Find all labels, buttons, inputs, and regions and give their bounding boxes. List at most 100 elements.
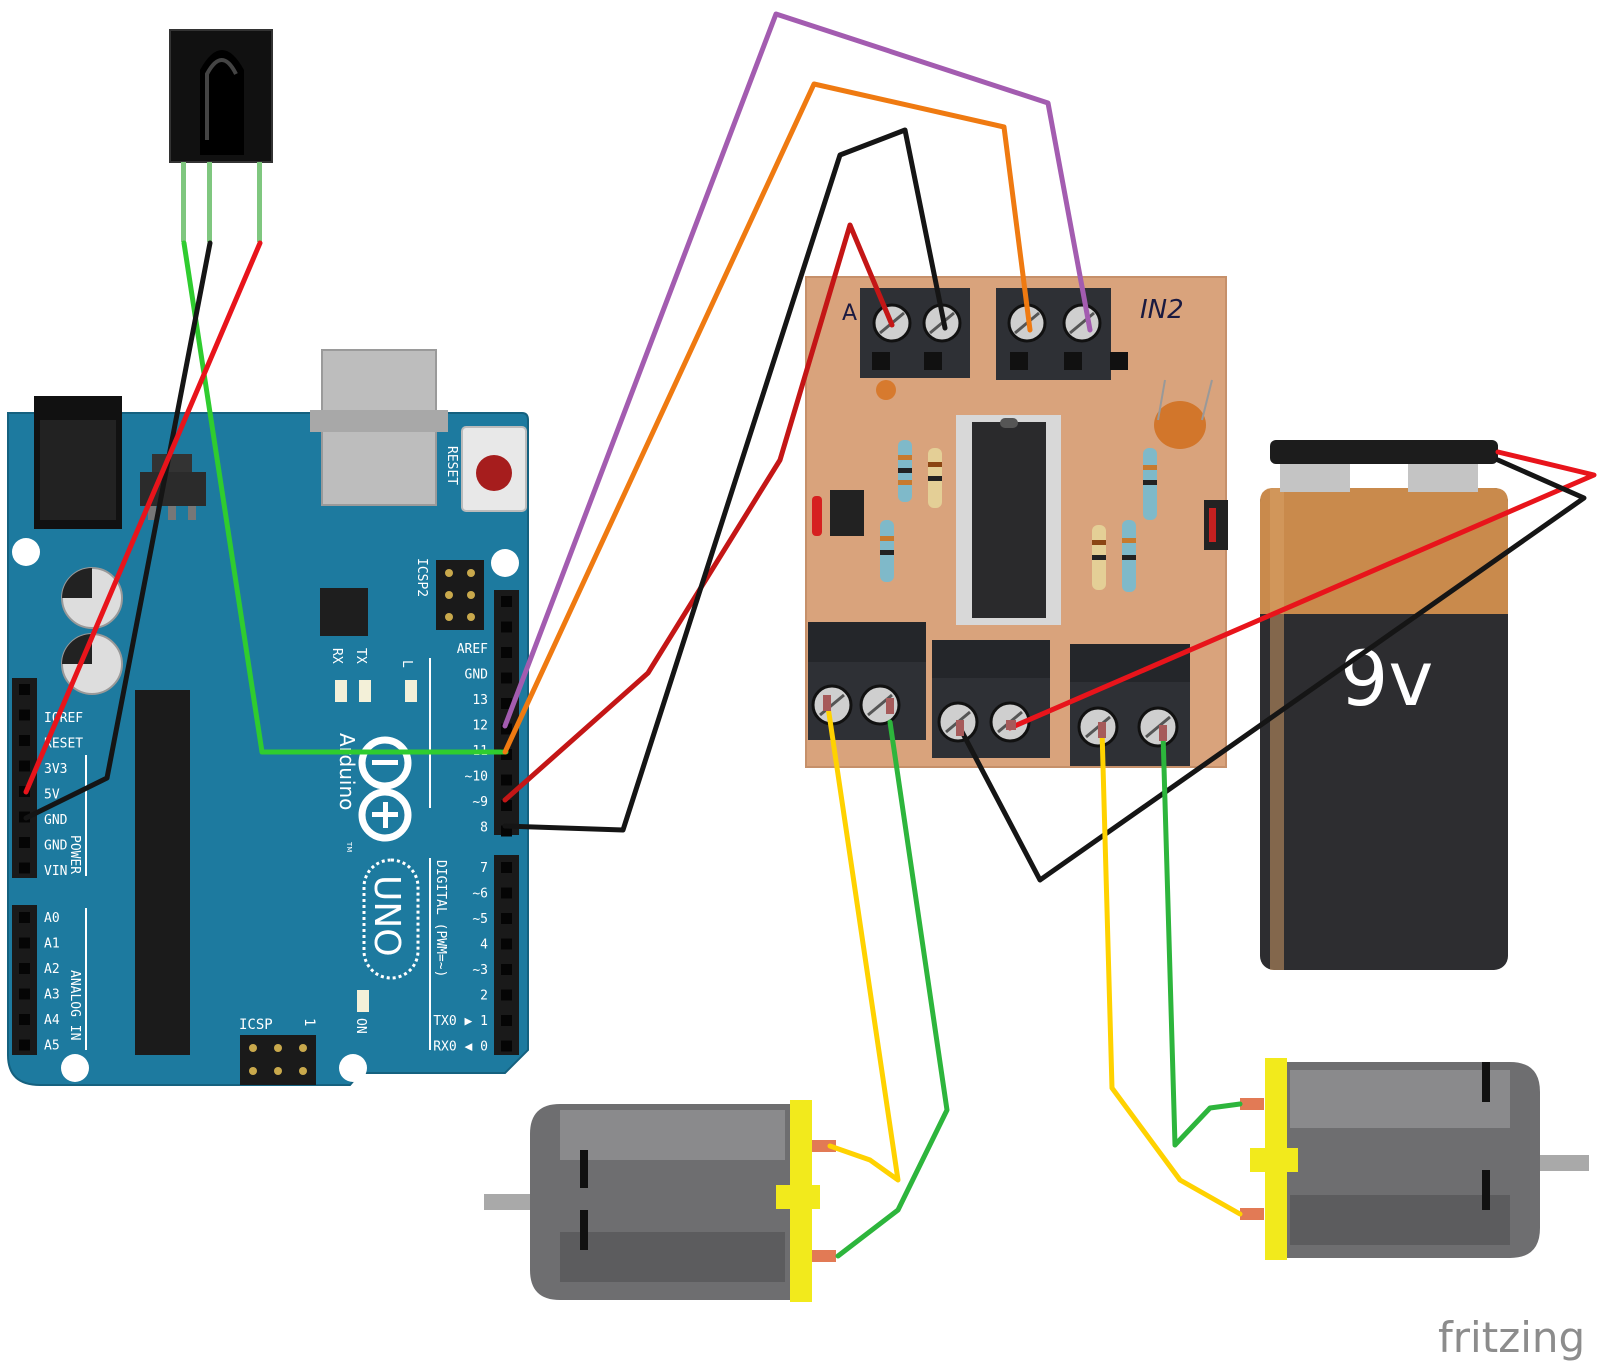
digital-pin-label-0: AREF <box>457 642 488 657</box>
digital-pin-label-7: 8 <box>480 821 488 836</box>
analog-header-hole-0 <box>19 912 30 923</box>
icsp-pin1-label: 1 <box>301 1018 317 1026</box>
dc-motor-left <box>484 1100 836 1302</box>
terminal-block-bottom-left <box>808 622 926 740</box>
digital-bottom-header-hole-1 <box>501 887 512 899</box>
wire-pin9-darkred <box>502 222 895 803</box>
analog-header-hole-2 <box>19 963 30 974</box>
digital-pin-label-2: ~5 <box>472 912 488 927</box>
wire-left-motor-yellow <box>824 697 901 1183</box>
analog-in-label: ANALOG IN <box>67 970 82 1040</box>
digital-top-header-hole-8 <box>501 800 512 811</box>
digital-bottom-header-hole-7 <box>501 1040 512 1052</box>
analog-pin-label-3: A3 <box>44 988 60 1003</box>
power-pin-label-2: 3V3 <box>44 762 67 777</box>
digital-top-header-hole-6 <box>501 749 512 760</box>
motor-driver-ic <box>956 415 1061 625</box>
digital-bottom-header-hole-4 <box>501 964 512 975</box>
wire-battery-positive-red <box>1007 449 1597 731</box>
uno-label: UNO <box>366 875 407 957</box>
dc-motor-right <box>1240 1058 1589 1260</box>
wire-pin12-purple <box>502 11 1093 729</box>
analog-pin-label-2: A2 <box>44 962 60 977</box>
digital-top-header-hole-3 <box>501 672 512 684</box>
arduino-brand-label: Arduino <box>335 733 359 810</box>
arduino-trademark-label: TM <box>345 841 353 852</box>
digital-top-header-hole-5 <box>501 723 512 735</box>
power-header-hole-0 <box>19 684 30 695</box>
digital-top-header-hole-0 <box>501 596 512 607</box>
on-label: ON <box>353 1018 368 1034</box>
power-header-hole-7 <box>19 862 30 874</box>
wire-right-motor-yellow <box>1099 727 1243 1217</box>
analog-header-hole-5 <box>19 1039 30 1051</box>
analog-header-hole-1 <box>19 937 30 949</box>
digital-pin-label-6: ~9 <box>472 795 488 810</box>
digital-pin-label-6: TX0 ▶ 1 <box>433 1014 488 1029</box>
digital-bottom-header-hole-0 <box>501 862 512 873</box>
analog-pin-label-5: A5 <box>44 1039 60 1054</box>
wire-ir-signal-green <box>181 240 509 755</box>
arduino-uno-board: RESET ICSP2 TX RX L ON ICSP 1 Arduin <box>7 349 529 1086</box>
ir-receiver <box>169 29 273 242</box>
digital-pin-label-0: 7 <box>480 861 488 876</box>
power-pin-label-1: RESET <box>44 737 83 752</box>
resistors <box>880 440 1157 592</box>
power-pin-label-5: GND <box>44 839 68 854</box>
icsp2-label: ICSP2 <box>414 558 429 597</box>
digital-top-header-hole-2 <box>501 647 512 658</box>
power-header-hole-1 <box>19 709 30 721</box>
wire-battery-negative-black <box>957 457 1587 883</box>
analog-header-hole-3 <box>19 988 30 1000</box>
digital-bottom-header-hole-3 <box>501 938 512 950</box>
digital-top-header-hole-7 <box>501 774 512 786</box>
rx-label: RX <box>329 648 344 664</box>
wire-ir-gnd-black <box>23 240 213 821</box>
digital-top-header-hole-1 <box>501 621 512 633</box>
digital-bottom-header-hole-5 <box>501 989 512 1001</box>
power-pin-label-0: IOREF <box>44 711 83 726</box>
power-pin-label-4: GND <box>44 813 68 828</box>
power-label: POWER <box>67 835 82 874</box>
silkscreen-in2: IN2 <box>1140 295 1184 325</box>
wire-pin11-orange <box>502 81 1033 755</box>
digital-bottom-header-hole-2 <box>501 913 512 924</box>
digital-pwm-label: DIGITAL (PWM=~) <box>433 860 448 977</box>
motor-driver-board: A 1 IN2 <box>805 276 1228 768</box>
power-pin-label-6: VIN <box>44 864 67 879</box>
wire-left-motor-green <box>835 719 950 1259</box>
power-pin-label-3: 5V <box>44 788 60 803</box>
digital-pin-label-5: ~10 <box>465 770 488 785</box>
analog-header-hole-4 <box>19 1014 30 1025</box>
icsp-label: ICSP <box>239 1017 273 1033</box>
wire-pin8-black <box>502 127 948 833</box>
terminal-block-bottom-mid <box>932 640 1050 758</box>
digital-top-header-hole-9 <box>501 825 512 837</box>
analog-pin-label-0: A0 <box>44 911 60 926</box>
digital-pin-label-3: 12 <box>472 719 488 734</box>
arduino-infinity-logo <box>358 736 412 842</box>
power-header-hole-3 <box>19 760 30 772</box>
digital-pin-label-3: 4 <box>480 938 488 953</box>
wire-endpoints <box>823 695 1167 741</box>
wire-right-motor-green <box>1160 730 1243 1148</box>
digital-pin-label-2: 13 <box>472 693 488 708</box>
wires <box>23 11 1597 1259</box>
battery-voltage-label: 9v <box>1340 634 1433 723</box>
wire-ir-vcc-red <box>23 240 263 795</box>
digital-pin-label-7: RX0 ◀ 0 <box>433 1040 488 1055</box>
9v-battery: 9v <box>1260 440 1508 970</box>
l-label: L <box>399 660 414 668</box>
digital-pin-label-5: 2 <box>480 989 488 1004</box>
power-header-hole-6 <box>19 837 30 848</box>
fritzing-watermark: fritzing <box>1438 1313 1585 1361</box>
digital-pin-label-1: GND <box>465 668 489 683</box>
analog-pin-label-1: A1 <box>44 937 60 952</box>
terminal-block-top-left <box>860 288 970 378</box>
digital-top-header-hole-4 <box>501 698 512 709</box>
tx-label: TX <box>353 648 368 664</box>
